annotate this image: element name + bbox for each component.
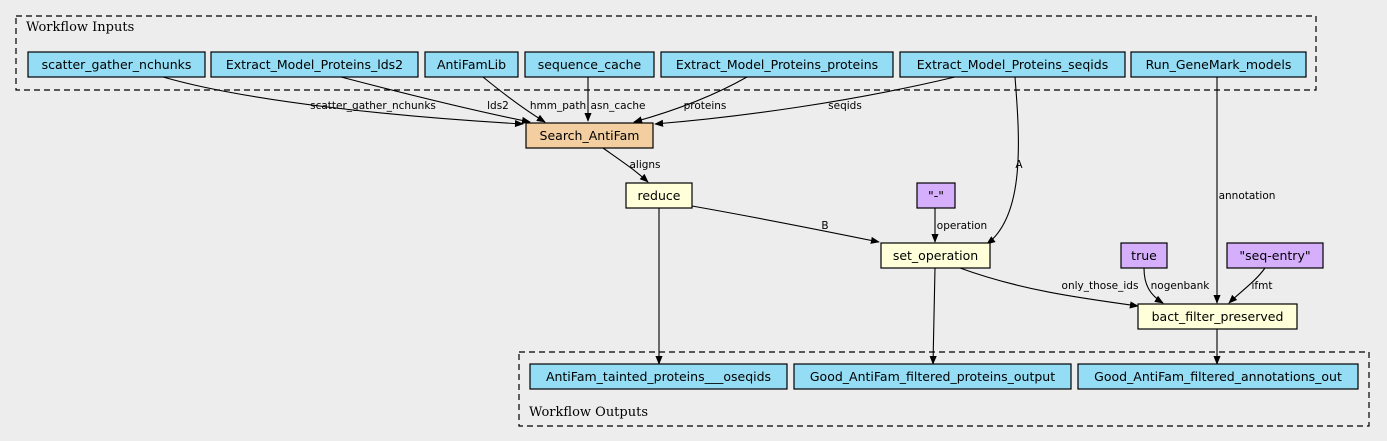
input-node-extract-seqids[interactable]: Extract_Model_Proteins_seqids: [899, 51, 1126, 78]
node-label: Good_AntiFam_filtered_annotations_out: [1094, 369, 1342, 384]
node-label: Extract_Model_Proteins_proteins: [676, 57, 878, 72]
edge-a: [986, 76, 1019, 245]
node-label: "seq-entry": [1239, 248, 1310, 263]
edge-scatter-gather: [162, 76, 524, 128]
node-label: set_operation: [893, 248, 978, 263]
edge-nogenbank: [1143, 267, 1164, 304]
edge-label-seqids: seqids: [828, 100, 862, 112]
edge-proteins: [633, 76, 748, 124]
constant-node-true[interactable]: true: [1120, 242, 1168, 269]
node-label: true: [1131, 248, 1157, 263]
edge-only-those-ids: [959, 267, 1139, 309]
input-node-run-genemark[interactable]: Run_GeneMark_models: [1130, 51, 1307, 78]
edge-label-nogenbank: nogenbank: [1151, 280, 1211, 292]
node-label: Extract_Model_Proteins_seqids: [917, 57, 1108, 72]
edge-hmm-path: [482, 76, 546, 123]
workflow-outputs-title: Workflow Outputs: [529, 405, 648, 420]
edge-label-annotation: annotation: [1219, 190, 1276, 202]
node-label: Good_AntiFam_filtered_proteins_output: [810, 369, 1055, 384]
step-node-search-antifam[interactable]: Search_AntiFam: [525, 122, 654, 149]
input-node-sequence-cache[interactable]: sequence_cache: [524, 51, 655, 78]
node-label: Search_AntiFam: [540, 128, 640, 143]
step-node-reduce[interactable]: reduce: [625, 182, 693, 209]
edge-label-ifmt: ifmt: [1252, 280, 1273, 292]
edge-aligns: [602, 147, 649, 183]
node-label: "-": [928, 188, 944, 203]
node-label: Extract_Model_Proteins_lds2: [226, 57, 403, 72]
edge-label-lds2: lds2: [487, 100, 509, 112]
edge-setop-proteins: [929, 267, 937, 365]
constant-node-seq-entry[interactable]: "seq-entry": [1226, 242, 1324, 269]
workflow-inputs-cluster: Workflow Inputs: [15, 15, 1317, 91]
node-label: reduce: [638, 188, 681, 203]
edge-labels: scatter_gather_nchunks lds2 hmm_path asn…: [310, 100, 1275, 292]
edge-lds2: [340, 76, 531, 124]
input-node-extract-lds2[interactable]: Extract_Model_Proteins_lds2: [210, 51, 419, 78]
edge-label-asn-cache: asn_cache: [591, 100, 646, 112]
edge-ifmt: [1228, 267, 1266, 304]
workflow-outputs-cluster: Workflow Outputs: [518, 351, 1370, 427]
edge-label-a: A: [1015, 159, 1023, 171]
output-node-good-annotations[interactable]: Good_AntiFam_filtered_annotations_out: [1077, 363, 1359, 390]
edge-b: [691, 205, 880, 244]
edge-label-scatter-gather: scatter_gather_nchunks: [310, 100, 436, 112]
edge-label-proteins: proteins: [684, 100, 727, 112]
node-label: Run_GeneMark_models: [1146, 57, 1292, 72]
output-node-antifam-tainted[interactable]: AntiFam_tainted_proteins___oseqids: [529, 363, 788, 390]
constant-node-dash[interactable]: "-": [916, 182, 956, 209]
step-node-bact-filter-preserved[interactable]: bact_filter_preserved: [1137, 303, 1298, 330]
input-node-scatter-gather-nchunks[interactable]: scatter_gather_nchunks: [27, 51, 206, 78]
input-node-antifamlib[interactable]: AntiFamLib: [424, 51, 519, 78]
input-node-extract-proteins[interactable]: Extract_Model_Proteins_proteins: [660, 51, 894, 78]
node-label: AntiFam_tainted_proteins___oseqids: [546, 369, 771, 384]
edge-label-operation: operation: [937, 220, 987, 232]
edge-label-aligns: aligns: [629, 159, 660, 171]
edge-label-hmm-path: hmm_path: [530, 100, 586, 112]
edge-label-only-those-ids: only_those_ids: [1062, 280, 1139, 292]
node-label: sequence_cache: [538, 57, 642, 72]
node-label: bact_filter_preserved: [1152, 309, 1284, 324]
step-node-set-operation[interactable]: set_operation: [880, 242, 991, 269]
output-node-good-proteins[interactable]: Good_AntiFam_filtered_proteins_output: [793, 363, 1072, 390]
workflow-inputs-title: Workflow Inputs: [26, 20, 134, 35]
edge-label-b: B: [821, 220, 828, 232]
edges: [162, 76, 1266, 365]
edge-seqids: [654, 76, 956, 127]
node-label: scatter_gather_nchunks: [42, 57, 192, 72]
node-label: AntiFamLib: [437, 57, 506, 72]
